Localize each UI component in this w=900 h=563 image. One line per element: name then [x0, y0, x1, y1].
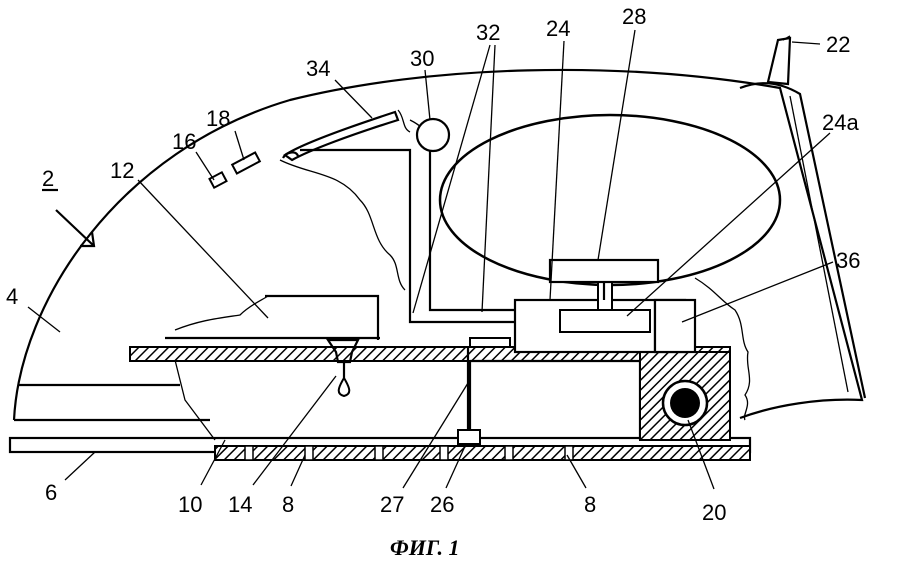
label-8a: 8 — [282, 492, 294, 517]
arrow-2-head — [80, 231, 96, 248]
label-32: 32 — [476, 20, 500, 45]
leader-28 — [597, 29, 636, 261]
sensor-block-36 — [653, 298, 697, 354]
lever-34 — [283, 110, 400, 162]
water-drop — [337, 376, 351, 398]
leader-8a — [290, 454, 306, 487]
leader-4 — [27, 306, 61, 333]
leader-16 — [195, 151, 215, 181]
label-36: 36 — [836, 248, 860, 273]
leader-14 — [252, 375, 337, 486]
handle-rear — [739, 82, 867, 399]
soleplate-hatched — [214, 445, 751, 461]
arrow-2-shaft — [55, 209, 95, 247]
handle-rear-inner — [789, 95, 849, 393]
steam-hole-2 — [304, 445, 314, 461]
label-30: 30 — [410, 46, 434, 71]
torn-edge-right — [694, 277, 751, 421]
leader-10 — [200, 439, 226, 486]
leader-32b — [481, 44, 496, 313]
body-block — [468, 359, 642, 440]
water-tank-torn-edge — [174, 295, 269, 331]
leader-30 — [424, 69, 431, 121]
valve-cap-28 — [548, 258, 660, 284]
label-22: 22 — [826, 32, 850, 57]
label-2: 2 — [42, 166, 54, 191]
rod-top — [469, 337, 511, 348]
drip-nozzle — [325, 338, 360, 364]
label-20: 20 — [702, 500, 726, 525]
label-4: 4 — [6, 284, 18, 309]
label-26: 26 — [430, 492, 454, 517]
valve-seat-24a — [559, 309, 651, 333]
label-24: 24 — [546, 16, 570, 41]
leader-6 — [64, 451, 96, 481]
leader-20 — [687, 419, 715, 490]
label-14: 14 — [228, 492, 252, 517]
tube-upper — [300, 148, 515, 324]
label-12: 12 — [110, 158, 134, 183]
leader-18 — [234, 130, 245, 161]
label-6: 6 — [45, 480, 57, 505]
steam-hole-6 — [564, 445, 574, 461]
leader-27 — [402, 382, 469, 489]
leader-36 — [681, 261, 834, 323]
water-tank-torn-upper — [279, 159, 406, 291]
leader-24a — [626, 132, 831, 317]
leader-8b — [566, 454, 587, 489]
steam-hole-3 — [374, 445, 384, 461]
figure-caption: ФИГ. 1 — [390, 535, 459, 560]
pump-30 — [415, 117, 451, 153]
leader-12 — [137, 179, 269, 319]
pump-torn-edge — [397, 109, 411, 133]
label-27: 27 — [380, 492, 404, 517]
cord-connector — [766, 36, 792, 86]
lever-pivot — [282, 151, 300, 159]
iron-housing-outline — [12, 68, 864, 421]
label-28: 28 — [622, 4, 646, 29]
steam-hole-4 — [439, 445, 449, 461]
heating-element-core — [670, 388, 700, 418]
thermostat-26 — [457, 429, 481, 445]
label-16: 16 — [172, 129, 196, 154]
steam-hole-1 — [244, 445, 254, 461]
steam-chamber-outline — [174, 355, 216, 441]
button-18 — [230, 151, 262, 175]
label-18: 18 — [206, 106, 230, 131]
leader-26 — [445, 443, 467, 489]
steam-hole-5 — [504, 445, 514, 461]
label-24a: 24a — [822, 110, 859, 135]
water-tank-outline — [265, 294, 380, 340]
button-16 — [208, 170, 228, 190]
label-8b: 8 — [584, 492, 596, 517]
label-10: 10 — [178, 492, 202, 517]
label-34: 34 — [306, 56, 330, 81]
leader-22 — [791, 41, 821, 45]
leader-34 — [334, 79, 373, 119]
leader-24 — [549, 40, 565, 301]
cord-connector-line — [782, 35, 791, 41]
leader-32a — [412, 44, 491, 314]
tube-lower — [428, 148, 515, 312]
